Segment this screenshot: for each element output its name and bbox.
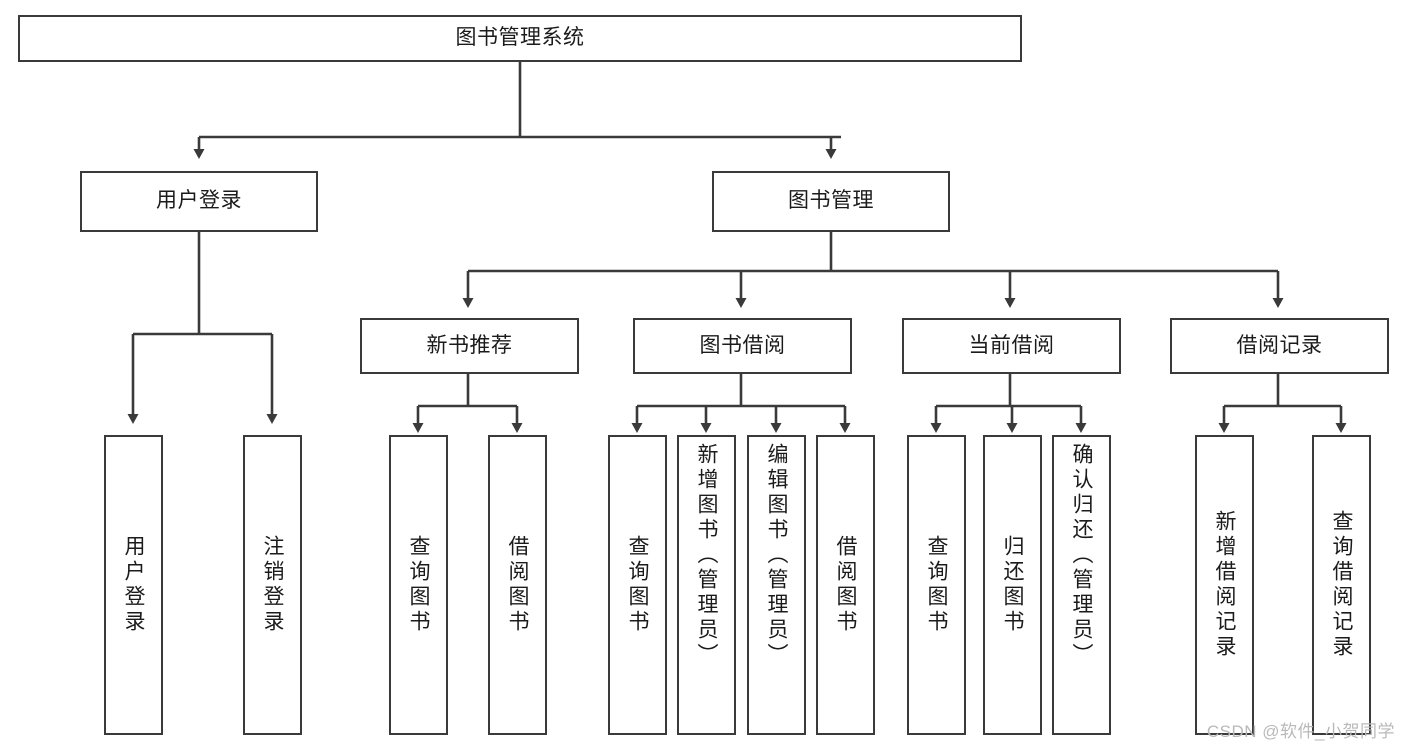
node-leaf-borrow-book-recommendation[interactable]: 借阅图书 [488,435,547,735]
node-label: 查询借阅记录 [1330,510,1353,660]
node-leaf-add-book-admin[interactable]: 新增图书（管理员） [677,435,736,735]
node-label: 查询图书 [626,535,649,635]
node-leaf-confirm-return-admin[interactable]: 确认归还（管理员） [1052,435,1111,735]
node-label: 查询图书 [407,535,430,635]
node-label: 借阅记录 [1236,333,1323,357]
node-root-book-management-system[interactable]: 图书管理系统 [18,15,1022,62]
node-leaf-borrow-book-borrowing[interactable]: 借阅图书 [816,435,875,735]
node-label: 归还图书 [1001,535,1024,635]
node-label: 查询图书 [925,535,948,635]
node-label: 确认归还（管理员） [1070,443,1093,668]
node-label: 借阅图书 [834,535,857,635]
node-borrow-records[interactable]: 借阅记录 [1170,318,1389,374]
node-label: 借阅图书 [506,535,529,635]
node-label: 新增图书（管理员） [695,443,718,668]
node-leaf-logout[interactable]: 注销登录 [243,435,302,735]
watermark: CSDN @软件_小贺同学 [1206,722,1395,741]
node-label: 用户登录 [156,189,242,213]
node-book-borrowing[interactable]: 图书借阅 [633,318,852,374]
node-label: 当前借阅 [968,333,1055,357]
node-label: 图书管理 [788,189,874,213]
node-leaf-return-book[interactable]: 归还图书 [983,435,1042,735]
node-label: 新增借阅记录 [1213,510,1236,660]
node-leaf-query-borrow-record[interactable]: 查询借阅记录 [1312,435,1371,735]
node-leaf-user-login[interactable]: 用户登录 [104,435,163,735]
node-book-management[interactable]: 图书管理 [712,171,950,232]
node-label: 图书管理系统 [455,26,585,50]
node-user-login[interactable]: 用户登录 [80,171,318,232]
node-current-borrowing[interactable]: 当前借阅 [902,318,1121,374]
node-label: 新书推荐 [426,333,513,357]
node-label: 注销登录 [261,535,284,635]
node-leaf-add-borrow-record[interactable]: 新增借阅记录 [1195,435,1254,735]
node-leaf-query-book-current[interactable]: 查询图书 [907,435,966,735]
node-new-book-recommendation[interactable]: 新书推荐 [360,318,579,374]
node-label: 图书借阅 [699,333,786,357]
node-label: 编辑图书（管理员） [765,443,788,668]
node-leaf-edit-book-admin[interactable]: 编辑图书（管理员） [747,435,806,735]
node-label: 用户登录 [122,535,145,635]
node-leaf-query-book-borrowing[interactable]: 查询图书 [608,435,667,735]
node-leaf-query-book-recommendation[interactable]: 查询图书 [389,435,448,735]
